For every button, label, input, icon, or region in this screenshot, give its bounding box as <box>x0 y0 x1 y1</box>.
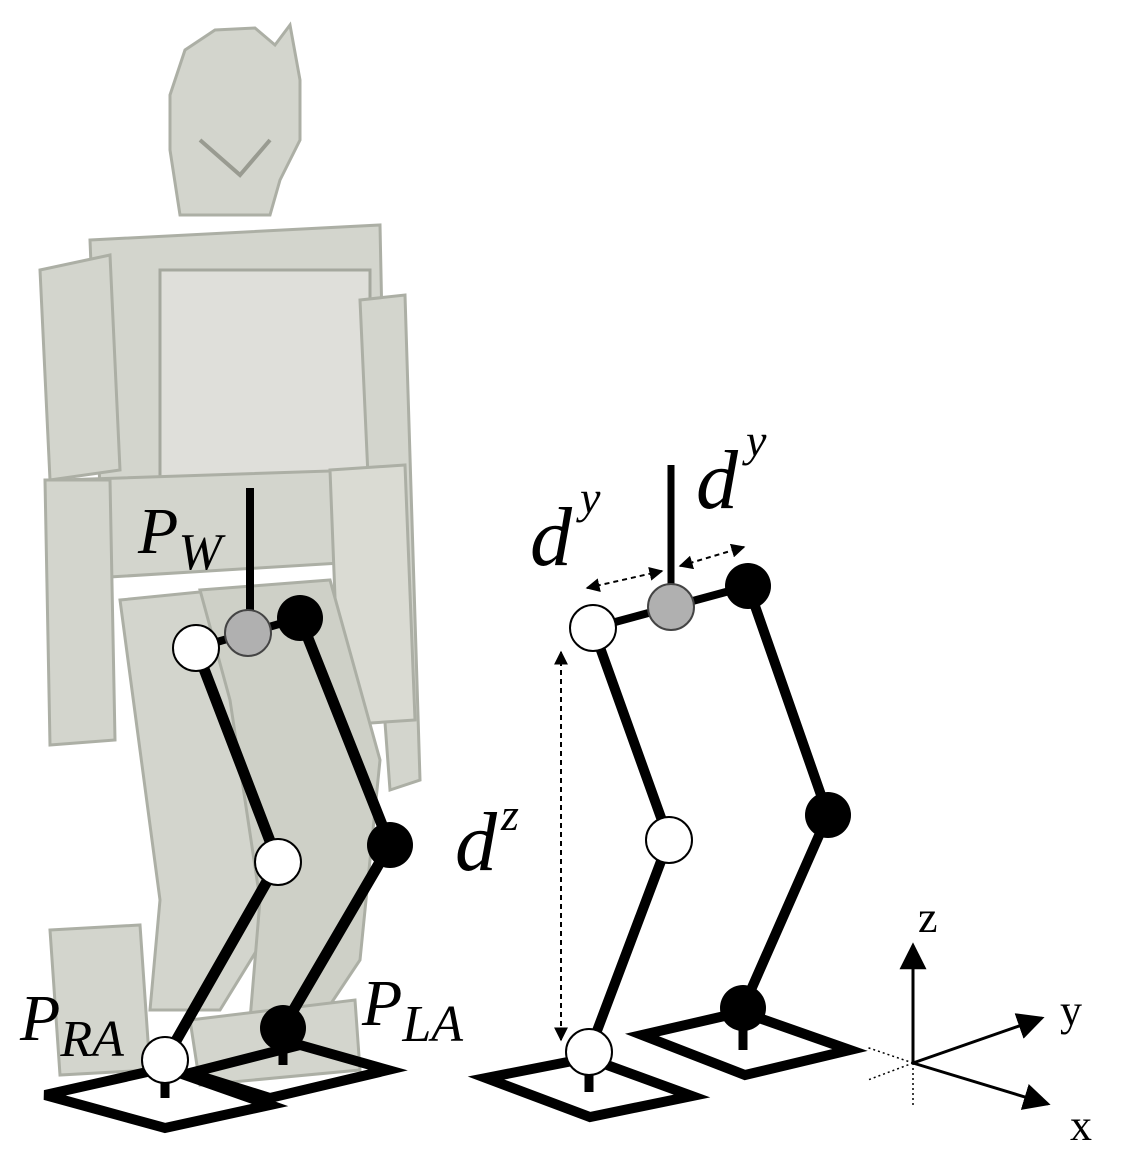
right-knee-joint <box>254 838 302 886</box>
x-axis-dotted <box>865 1046 914 1064</box>
robot-icon <box>38 21 422 1087</box>
label-dz-main: d <box>455 796 498 889</box>
dy-left-arrow <box>585 566 664 593</box>
clean-skeleton <box>467 465 868 1123</box>
overlay-skeleton <box>43 488 413 1134</box>
label-pra-main: P <box>19 982 60 1055</box>
left-ankle-joint-2 <box>720 985 766 1031</box>
right-hip-joint-2 <box>569 604 617 652</box>
label-dy-left-sup: y <box>576 472 601 523</box>
axis-y-label: y <box>1060 986 1082 1035</box>
label-dz: dz <box>455 789 519 889</box>
left-foot-outline <box>171 1039 408 1104</box>
label-dz-sup: z <box>500 789 519 840</box>
label-pra-sub: RA <box>59 1011 124 1068</box>
left-hip-joint-2 <box>725 563 771 609</box>
waist-joint-2 <box>647 583 695 631</box>
label-pra: PRA <box>19 982 124 1068</box>
waist-joint <box>224 609 272 657</box>
coordinate-axes <box>865 942 1051 1110</box>
label-pw-sub: W <box>178 524 226 581</box>
axis-x-label: x <box>1070 1101 1092 1150</box>
right-ankle-joint-2 <box>565 1028 613 1076</box>
label-pla: PLA <box>361 967 463 1053</box>
label-pw-main: P <box>137 495 178 568</box>
left-knee-joint-2 <box>805 792 851 838</box>
label-dy-right-sup: y <box>742 415 767 466</box>
label-pla-sub: LA <box>401 996 463 1053</box>
right-ankle-joint <box>141 1036 189 1084</box>
right-knee-joint-2 <box>645 816 693 864</box>
label-dy-right-main: d <box>696 434 739 527</box>
axis-z-label: z <box>918 893 938 942</box>
left-ankle-joint <box>260 1005 306 1051</box>
left-knee-joint <box>367 822 413 868</box>
robot-illustration <box>38 21 422 1087</box>
label-pla-main: P <box>361 967 402 1040</box>
label-dy-left-main: d <box>530 491 573 584</box>
y-axis-line <box>912 1013 1045 1065</box>
left-hip-joint <box>277 595 323 641</box>
left-foot-outline-2 <box>625 1006 868 1081</box>
right-foot-outline-2 <box>467 1052 711 1123</box>
right-foot-outline <box>43 1062 289 1134</box>
y-axis-dotted <box>867 1062 914 1081</box>
x-axis-line <box>912 1061 1051 1110</box>
label-pw: PW <box>137 495 226 581</box>
right-hip-joint <box>172 624 220 672</box>
dy-right-arrow <box>678 543 746 570</box>
